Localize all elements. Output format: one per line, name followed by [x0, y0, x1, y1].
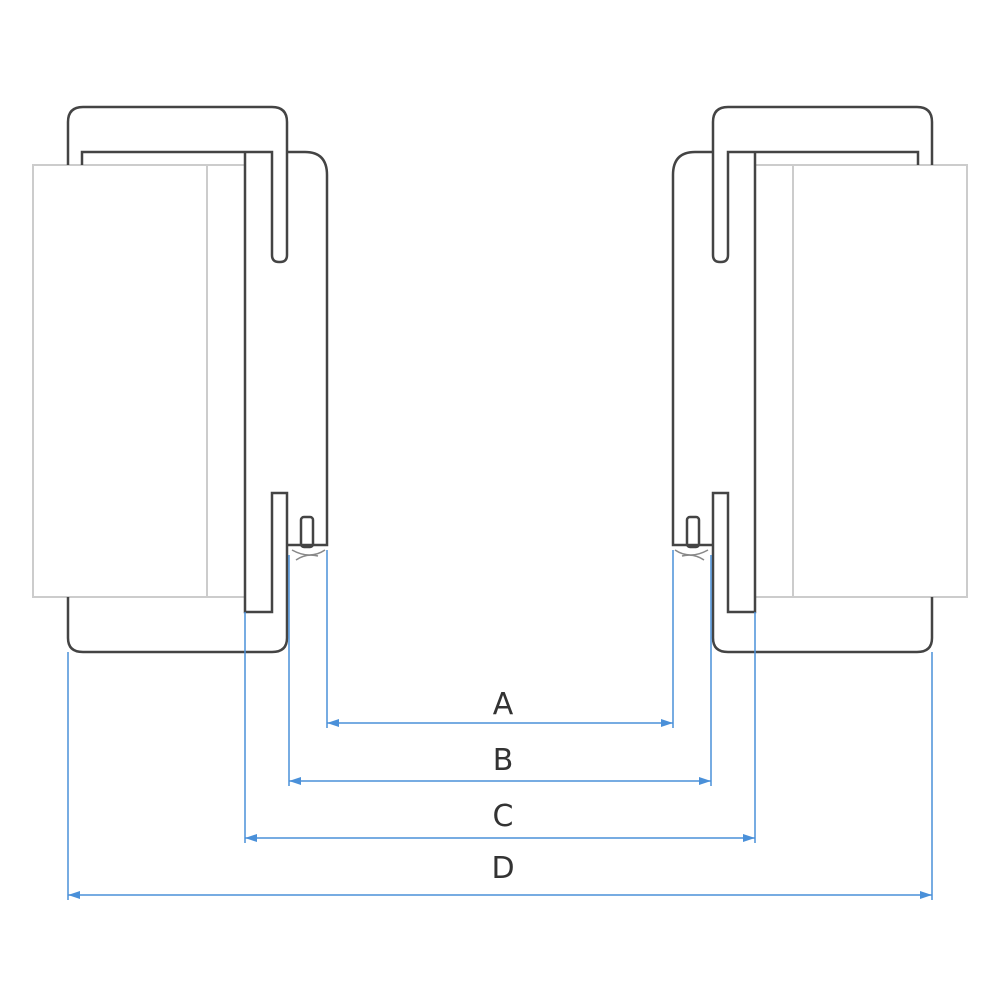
dimension-d: D	[68, 851, 932, 899]
dimension-a: A	[327, 687, 673, 727]
right-frame	[671, 105, 969, 902]
dimension-c: C	[245, 799, 755, 842]
label-a: A	[493, 687, 514, 722]
left-frame	[31, 105, 329, 902]
label-d: D	[491, 851, 514, 886]
dimension-b: B	[289, 743, 711, 785]
label-b: B	[493, 743, 514, 778]
label-c: C	[493, 799, 514, 834]
